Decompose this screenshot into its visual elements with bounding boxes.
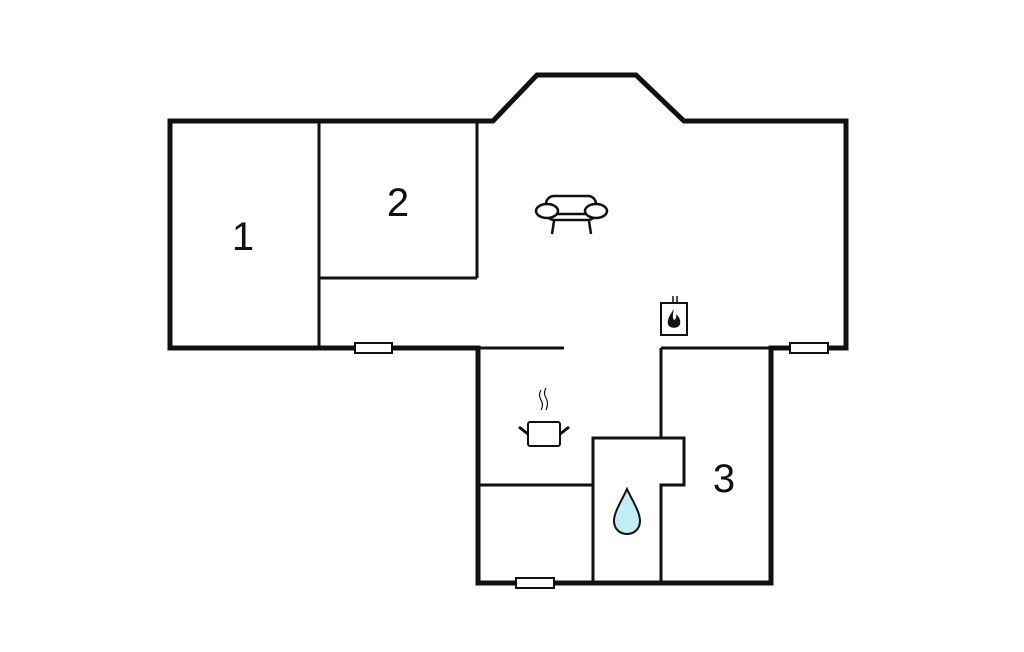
inner-walls — [317, 121, 771, 583]
window — [515, 577, 555, 589]
room-3-label: 3 — [713, 457, 735, 501]
window — [354, 342, 393, 354]
window — [789, 342, 829, 354]
outer-wall — [167, 72, 849, 586]
water-drop-icon — [612, 486, 642, 536]
sofa-icon — [534, 194, 609, 235]
cooking-pot-icon — [518, 387, 570, 447]
fireplace-icon — [660, 296, 688, 336]
room-2-label: 2 — [387, 181, 409, 225]
room-1-label: 1 — [232, 215, 254, 259]
